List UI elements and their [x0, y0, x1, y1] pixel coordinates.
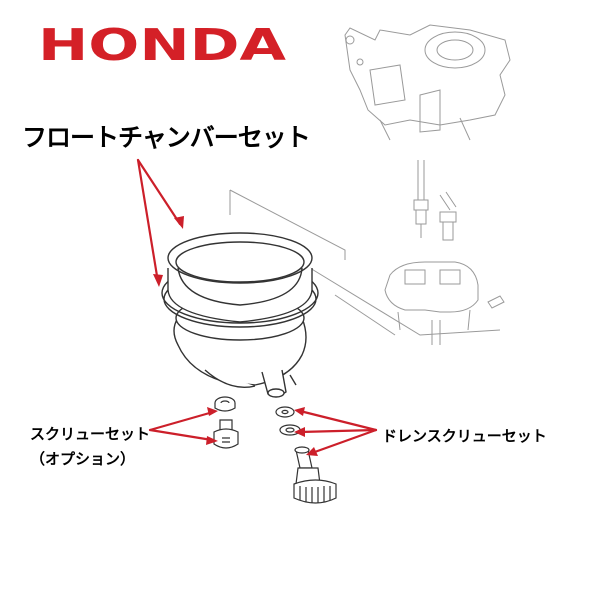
honda-logo: HONDA [38, 22, 286, 66]
screw-set-option-note: （オプション） [30, 450, 136, 468]
svg-text:HONDA: HONDA [38, 22, 286, 66]
drain-screw-set-label: ドレンスクリューセット [382, 427, 547, 445]
screw-set-label: スクリューセット [30, 425, 151, 443]
diagram-title: フロートチャンバーセット [22, 123, 311, 152]
